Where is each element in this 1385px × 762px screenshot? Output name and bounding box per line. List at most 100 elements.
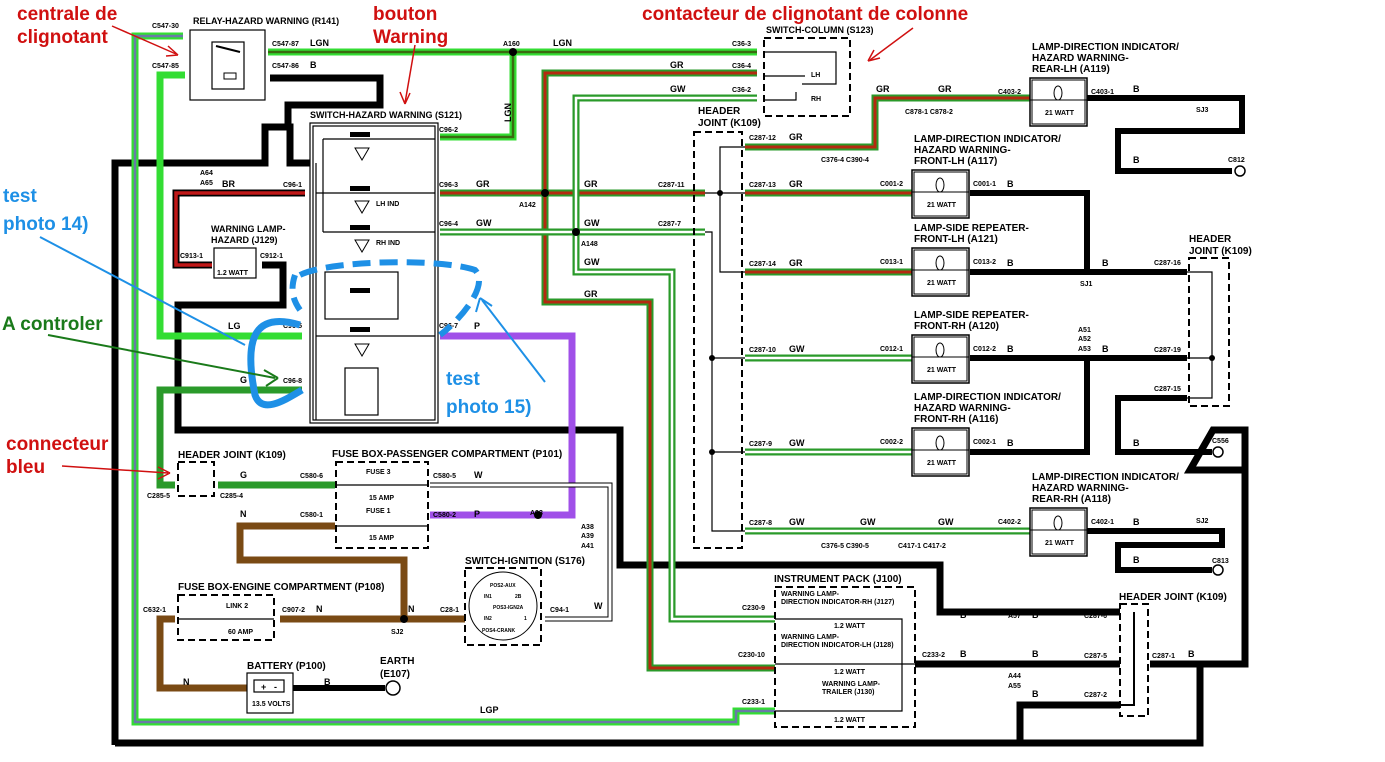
switch-pin-c96-3: C96-3: [439, 182, 458, 189]
lamp-rear-lh-pin-right: C403-1: [1091, 89, 1114, 96]
svg-text:C417-1 C417-2: C417-1 C417-2: [898, 543, 946, 550]
svg-text:A93: A93: [530, 510, 543, 517]
fuse-3-label: FUSE 3: [366, 469, 391, 476]
lamp-side-lh[interactable]: [911, 247, 970, 297]
switch-hazard-title: SWITCH-HAZARD WARNING (S121): [310, 110, 462, 120]
svg-text:A55: A55: [1008, 683, 1021, 690]
switch-pin-c96-2: C96-2: [439, 127, 458, 134]
lamp-rear-rh[interactable]: [1029, 507, 1088, 557]
ignition-dial: [468, 571, 538, 641]
pin-c94-1: C94-1: [550, 607, 569, 614]
svg-text:N: N: [408, 604, 415, 614]
svg-text:B: B: [1102, 258, 1109, 268]
switch-pin-c96-8: C96-8: [283, 378, 302, 385]
annotation-connecteur-2: bleu: [6, 457, 45, 478]
svg-text:B: B: [324, 677, 331, 687]
battery-rating: 13.5 VOLTS: [252, 701, 291, 708]
lamp-rear-lh[interactable]: [1029, 77, 1088, 127]
relay-pin-86: C547-86: [272, 63, 299, 70]
header-joint-right[interactable]: [1188, 257, 1230, 407]
ignition-title: SWITCH-IGNITION (S176): [465, 556, 585, 567]
earth-symbol: [385, 680, 401, 696]
lamp-side-lh-rating: 21 WATT: [927, 280, 957, 287]
wire-n: [236, 522, 465, 623]
switch-column-c36-2: C36-2: [732, 87, 751, 94]
svg-text:A64: A64: [200, 170, 213, 177]
pin-c580-2: C580-2: [433, 512, 456, 519]
warning-lamp-rating: 1.2 WATT: [217, 270, 249, 277]
ip-lamp3-title-2: TRAILER (J130): [822, 689, 875, 696]
lamp-front-rh-pin-right: C002-1: [973, 439, 996, 446]
svg-text:B: B: [1032, 689, 1039, 699]
svg-text:C376-5 C390-5: C376-5 C390-5: [821, 543, 869, 550]
switch-hazard-warning[interactable]: [309, 122, 439, 424]
svg-text:B: B: [1133, 155, 1140, 165]
lamp-front-rh-title-1: LAMP-DIRECTION INDICATOR/: [914, 392, 1061, 403]
pin-c580-5: C580-5: [433, 473, 456, 480]
lamp-front-lh[interactable]: [911, 169, 970, 219]
svg-text:GW: GW: [789, 344, 805, 354]
lamp-side-lh-pin-left: C013-1: [880, 259, 903, 266]
relay-hazard-warning[interactable]: [189, 29, 266, 101]
splice-labels: A160 A64 A65 A142 A148 A93 A38 A39 A41 S…: [200, 41, 1209, 690]
header-joint-bottom-title: HEADER JOINT (K109): [1119, 592, 1227, 603]
switch-rh-ind: RH IND: [376, 240, 400, 247]
lamp-front-rh-title-2: HAZARD WARNING-: [914, 403, 1011, 414]
wire-black-bottom: [115, 426, 1249, 747]
pin-c580-1: C580-1: [300, 512, 323, 519]
pin-c287-2: C287-2: [1084, 692, 1107, 699]
header-joint-left[interactable]: [177, 461, 215, 497]
svg-text:GR: GR: [938, 84, 952, 94]
fuse-box-passenger[interactable]: [335, 461, 429, 549]
svg-text:W: W: [594, 601, 603, 611]
header-joint-main[interactable]: [693, 131, 743, 549]
switch-column-rh: RH: [811, 96, 821, 103]
svg-text:A160: A160: [503, 41, 520, 48]
svg-text:A38: A38: [581, 524, 594, 531]
relay-pin-87: C547-87: [272, 41, 299, 48]
ip-lamp2-rating: 1.2 WATT: [834, 669, 866, 676]
lamp-rear-rh-pin-left: C402-2: [998, 519, 1021, 526]
lamp-side-rh-title-1: LAMP-SIDE REPEATER-: [914, 310, 1029, 321]
switch-column-c36-4: C36-4: [732, 63, 751, 70]
wires: [111, 32, 1249, 747]
lamp-side-rh[interactable]: [911, 334, 970, 384]
wire-black-rear-rh: [1063, 528, 1225, 573]
svg-text:C813: C813: [1212, 558, 1229, 565]
svg-text:B: B: [1007, 179, 1014, 189]
lamp-front-lh-title-2: HAZARD WARNING-: [914, 145, 1011, 156]
fuse-box-engine[interactable]: [177, 594, 275, 641]
switch-ignition[interactable]: [464, 567, 542, 646]
svg-text:B: B: [1133, 517, 1140, 527]
svg-text:B: B: [1007, 344, 1014, 354]
svg-text:GW: GW: [584, 218, 600, 228]
svg-text:GR: GR: [789, 258, 803, 268]
battery-title: BATTERY (P100): [247, 661, 326, 672]
lamp-rear-rh-rating: 21 WATT: [1045, 540, 1075, 547]
annotation-overlays: [39, 25, 914, 480]
pin-c287-15: C287-15: [1154, 386, 1181, 393]
svg-text:B: B: [1032, 649, 1039, 659]
svg-text:LGN: LGN: [553, 38, 572, 48]
svg-text:GW: GW: [860, 517, 876, 527]
header-joint-bottom[interactable]: [1119, 603, 1149, 717]
instrument-pack[interactable]: [774, 586, 916, 728]
lamp-front-rh-rating: 21 WATT: [927, 460, 957, 467]
lamp-side-lh-pin-right: C013-2: [973, 259, 996, 266]
wire-label-lgn: LGN: [310, 38, 329, 48]
svg-text:C556: C556: [1212, 438, 1229, 445]
fuse-engine-title: FUSE BOX-ENGINE COMPARTMENT (P108): [178, 582, 385, 593]
svg-text:B: B: [960, 649, 967, 659]
svg-text:A57: A57: [1008, 613, 1021, 620]
pin-c287-19: C287-19: [1154, 347, 1181, 354]
svg-text:C376-4 C390-4: C376-4 C390-4: [821, 157, 869, 164]
fuse-1-rating: 15 AMP: [369, 535, 394, 542]
wire-n-battery: [156, 615, 255, 692]
svg-text:A148: A148: [581, 241, 598, 248]
wire-g: [156, 386, 302, 489]
earth-title-1: EARTH: [380, 656, 414, 667]
lamp-front-rh[interactable]: [911, 427, 970, 477]
switch-column[interactable]: [763, 37, 851, 117]
warning-lamp-hazard[interactable]: [213, 247, 257, 279]
